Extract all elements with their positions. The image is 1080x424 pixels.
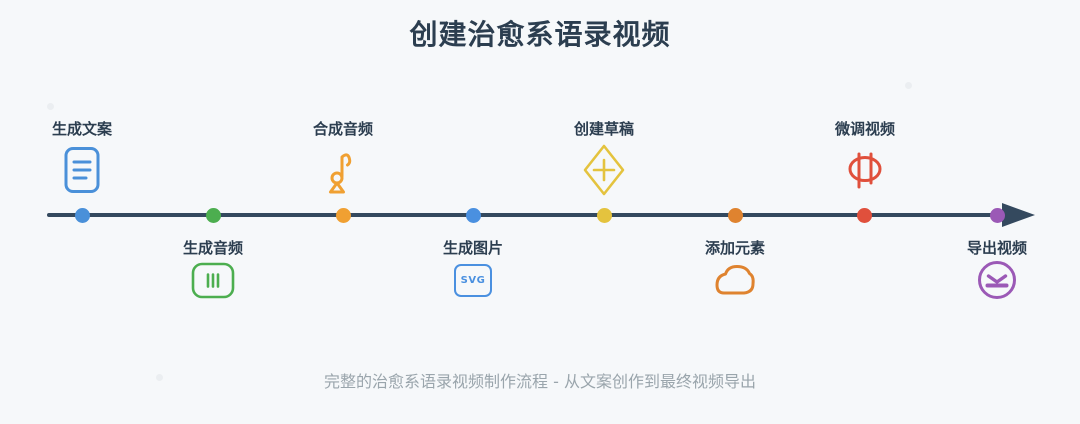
step-add-elements: 添加元素	[670, 238, 800, 300]
step-synthesize-audio: 合成音频	[278, 119, 408, 199]
milestone-dot	[336, 208, 351, 223]
step-generate-audio: 生成音频	[148, 238, 278, 300]
step-label: 生成图片	[442, 239, 503, 257]
export-circle-icon	[976, 260, 1018, 300]
milestone-dot	[990, 208, 1005, 223]
timeline-line	[47, 213, 1005, 217]
music-note-icon	[323, 141, 363, 199]
blob-sticker-icon	[712, 260, 758, 300]
step-label: 导出视频	[966, 239, 1027, 257]
step-label: 生成文案	[51, 120, 112, 138]
step-fine-tune-video: 微调视频	[800, 119, 930, 199]
timeline-arrowhead-icon	[1002, 203, 1035, 227]
tune-filter-icon	[843, 141, 887, 199]
step-generate-image: 生成图片 SVG	[408, 238, 538, 300]
milestone-dot	[206, 208, 221, 223]
step-label: 生成音频	[182, 239, 243, 257]
step-label: 添加元素	[704, 239, 765, 257]
background-dot	[905, 82, 912, 89]
step-create-draft: 创建草稿	[539, 119, 669, 199]
document-icon	[63, 141, 101, 199]
milestone-dot	[857, 208, 872, 223]
milestone-dot	[75, 208, 90, 223]
milestone-dot	[597, 208, 612, 223]
step-export-video: 导出视频	[932, 238, 1062, 300]
svg-badge-icon: SVG	[454, 260, 492, 300]
step-label: 合成音频	[312, 120, 373, 138]
background-dot	[47, 103, 54, 110]
diagram-caption: 完整的治愈系语录视频制作流程 - 从文案创作到最终视频导出	[324, 372, 756, 391]
audio-bars-icon	[191, 260, 235, 300]
page-title: 创建治愈系语录视频	[409, 18, 671, 51]
step-label: 创建草稿	[573, 120, 634, 138]
svg-badge-text: SVG	[460, 274, 486, 286]
milestone-dot	[466, 208, 481, 223]
diamond-plus-icon	[582, 141, 626, 199]
step-generate-copy: 生成文案	[17, 119, 147, 199]
milestone-dot	[728, 208, 743, 223]
background-dot	[156, 374, 163, 381]
step-label: 微调视频	[834, 120, 895, 138]
